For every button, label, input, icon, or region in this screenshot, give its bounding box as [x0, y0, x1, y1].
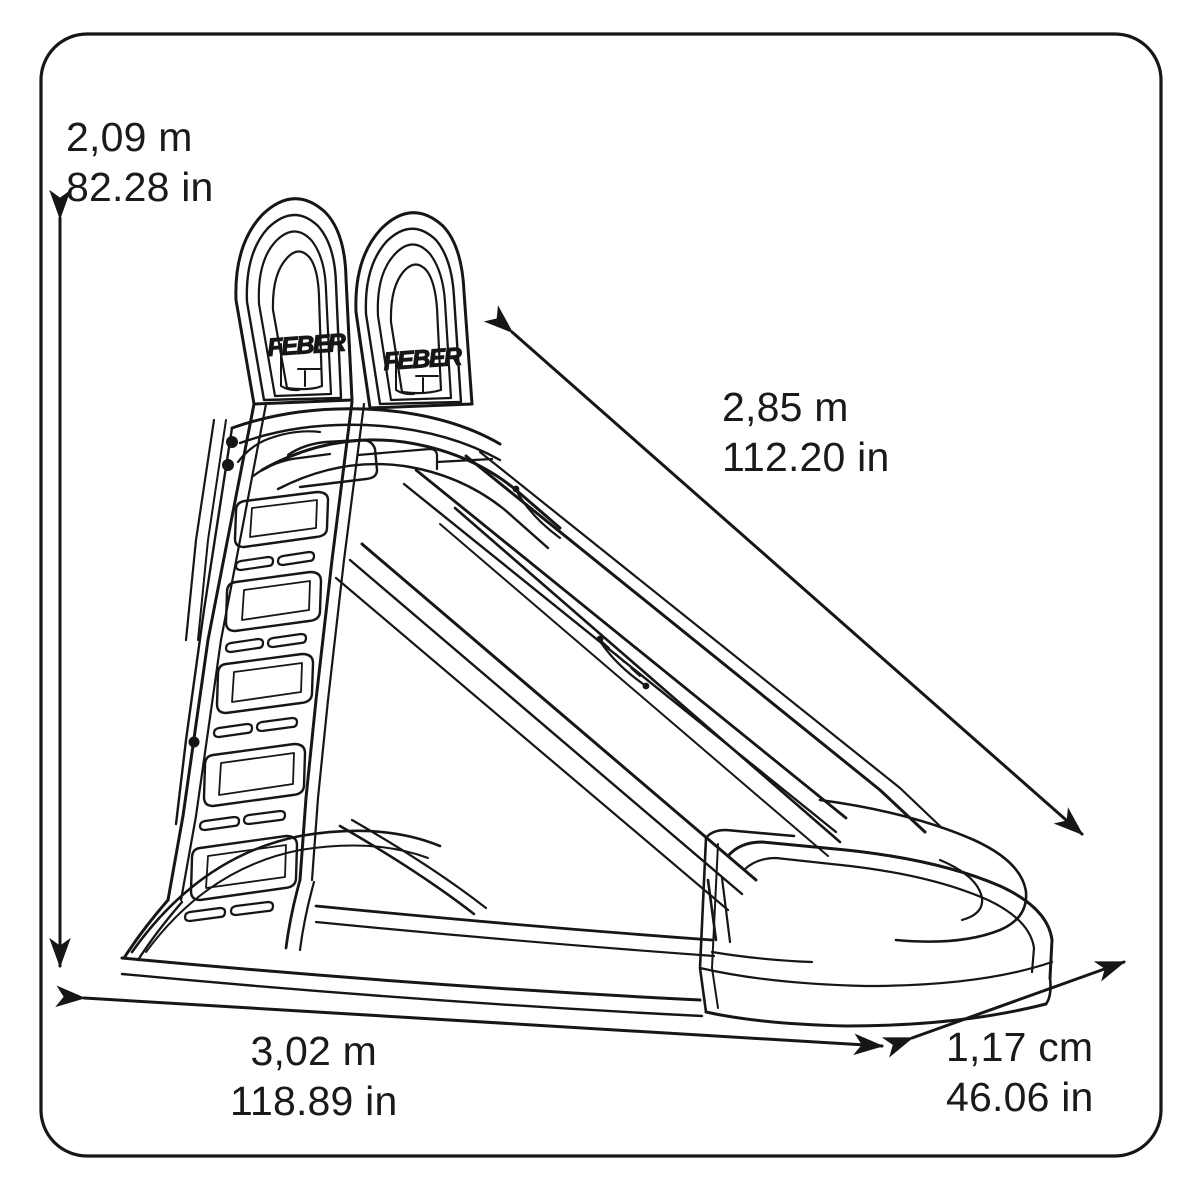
width-metric-value: 3,02 m — [250, 1028, 377, 1074]
width-dimension-arrow — [55, 985, 884, 1056]
depth-dimension-arrow — [881, 960, 1126, 1058]
height-imperial-value: 82.28 in — [66, 164, 214, 210]
height-dimension-label: 2,09 m 82.28 in — [66, 112, 214, 212]
brand-badge-right: FEBER — [382, 343, 462, 376]
frame-border — [39, 32, 1163, 1158]
depth-metric-value: 1,17 cm — [946, 1024, 1094, 1070]
slope-imperial-value: 112.20 in — [722, 434, 890, 480]
slope-metric-value: 2,85 m — [722, 384, 849, 430]
depth-dimension-label: 1,17 cm 46.06 in — [946, 1022, 1094, 1122]
height-metric-value: 2,09 m — [66, 114, 193, 160]
width-imperial-value: 118.89 in — [230, 1078, 398, 1124]
width-dimension-label: 3,02 m 118.89 in — [230, 1026, 397, 1126]
depth-imperial-value: 46.06 in — [946, 1074, 1094, 1120]
slope-dimension-label: 2,85 m 112.20 in — [722, 382, 889, 482]
slope-dimension-arrow — [483, 305, 1084, 836]
brand-badge-left: FEBER — [266, 329, 346, 362]
